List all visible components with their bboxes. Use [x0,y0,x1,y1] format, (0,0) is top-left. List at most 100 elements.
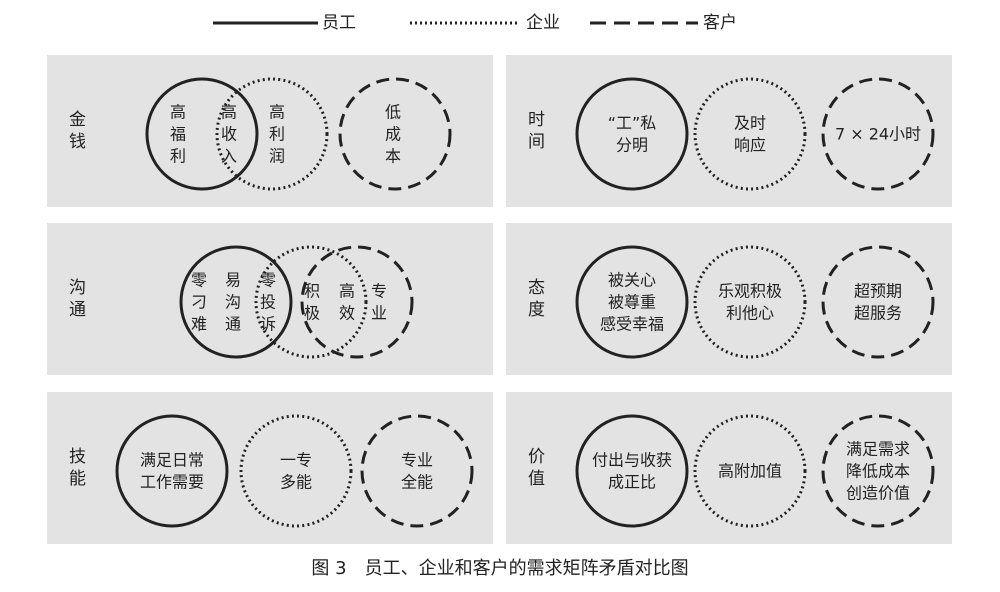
circle-text-line: 满足日常 [140,451,204,470]
circle-text-line: 付出与收获 [592,451,672,470]
circle-text-line: 专业 [401,451,433,470]
enterprise-circle [215,77,329,191]
enterprise-circle [239,414,353,528]
circle-text-line: 高 [269,103,285,122]
circle-text-line: 一专 [280,451,312,470]
customer2-text: 专业 [371,282,387,323]
circle-text-line: 及时 [734,114,766,133]
circle-text-line: 效 [339,304,355,323]
circle-text-line: 超预期 [854,282,902,301]
enterprise-text: 零投诉 [260,271,276,334]
panel-value: 价值 付出与收获成正比 高附加值 满足需求降低成本创造价值 [506,392,952,544]
enterprise-circle [693,77,807,191]
employee-text: 零刁难 [191,271,207,334]
circle-text-line: 刁 [191,293,207,312]
customer-circle [300,245,414,359]
circle-text-line: 高附加值 [718,462,782,481]
circle-text-line: 零 [191,271,207,290]
circle-text-line: 投 [260,293,276,312]
panel-communication: 沟通零刁难易沟通零投诉积极高效专业 [47,223,493,375]
customer-circle [821,245,935,359]
employee-circle [145,77,259,191]
panel-skill: 技能满足日常工作需要一专多能专业全能 [47,392,493,544]
customer-text: 低成本 [385,103,401,166]
enterprise-text: 高利润 [269,103,285,166]
employee-circle [575,77,689,191]
circle-text-line: 分明 [616,136,648,155]
circle-text-line: 7 × 24小时 [835,125,921,144]
figure-caption: 图 3 员工、企业和客户的需求矩阵矛盾对比图 [311,558,689,579]
circle-text-line: 易 [225,271,241,290]
legend: 员工 企业 客户 [0,0,1000,44]
customer-circle [821,414,935,528]
circle-text-line: 工作需要 [140,473,204,492]
circle-text-line: 本 [385,147,401,166]
circle-text-line: 超服务 [854,304,902,323]
circle-text-line: 高 [339,282,355,301]
circle-text-line: 通 [225,315,241,334]
circle-text-line: 被尊重 [608,293,656,312]
circle-text-line: 全能 [401,473,433,492]
panel-attitude: 态度被关心被尊重感受幸福乐观积极利他心超预期超服务 [506,223,952,375]
circle-text-line: 利他心 [726,304,774,323]
legend-customer-label: 客户 [703,13,737,33]
circle-text-line: 福 [170,125,186,144]
customer-circle [360,414,474,528]
circle-text-line: 满足需求 [846,440,910,459]
circle-text-line: 收 [221,125,237,144]
circle-text-line: 感受幸福 [600,315,664,334]
circle-text-line: 积 [304,282,320,301]
employee-circle [115,414,229,528]
circle-text-line: 极 [304,304,320,323]
circle-text-line: 沟 [225,293,241,312]
enterprise-text: 高附加值 [718,462,782,481]
overlap-text: 高收入 [221,103,237,166]
row-label-time: 时间 [528,110,545,152]
row-label-value: 价值 [528,447,545,489]
circle-text-line: 难 [191,315,207,334]
circle-text-line: 降低成本 [846,462,910,481]
circle-text-line: 乐观积极 [718,282,782,301]
circle-text-line: 成 [385,125,401,144]
circle-text-line: 业 [371,304,387,323]
circle-text-line: 高 [221,103,237,122]
customer-circle [821,77,935,191]
row-label-communication: 沟通 [69,278,86,320]
employee-text: 高福利 [170,103,186,166]
circle-text-line: 零 [260,271,276,290]
employee-circle [575,414,689,528]
employee-circle [179,245,293,359]
employee-circle [575,245,689,359]
enterprise2-text: 积极 [304,282,320,323]
customer-circle [338,77,452,191]
customer-text: 高效 [339,282,355,323]
circle-text-line: 高 [170,103,186,122]
row-label-skill: 技能 [69,447,86,489]
circle-text-line: 入 [221,147,237,166]
circle-text-line: 响应 [734,136,766,155]
circle-text-line: 成正比 [608,473,656,492]
circle-text-line: 创造价值 [846,484,910,503]
legend-lines [213,21,698,25]
panel-money: 金钱高福利高利润低成本高收入 [47,55,493,207]
circle-text-line: 诉 [260,315,276,334]
enterprise-circle [693,245,807,359]
customer-text: 7 × 24小时 [835,125,921,144]
circle-text-line: 被关心 [608,271,656,290]
legend-employee-label: 员工 [322,13,356,33]
circle-text-line: 低 [385,103,401,122]
row-label-money: 金钱 [69,110,86,152]
